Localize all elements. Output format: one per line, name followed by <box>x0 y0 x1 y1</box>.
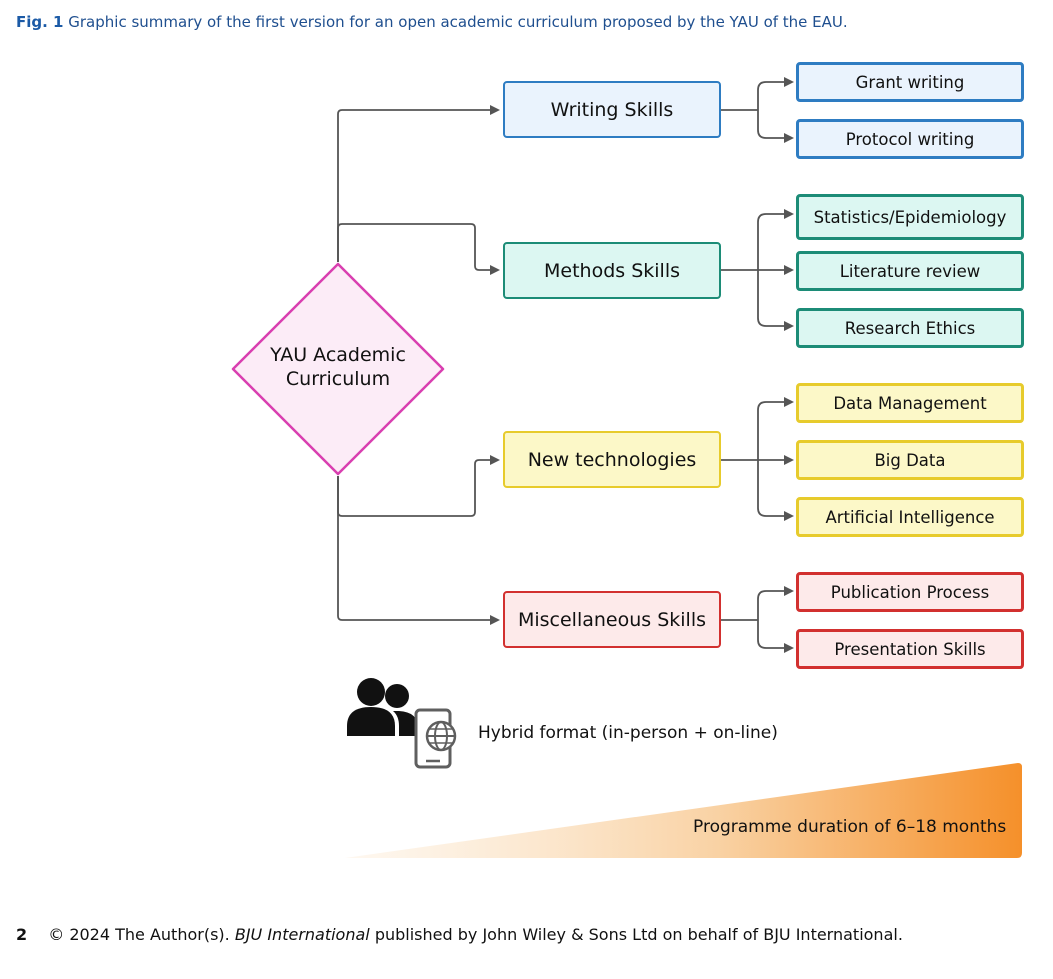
footer-copyright: © 2024 The Author(s). <box>48 925 230 944</box>
root-label-line1: YAU Academic <box>270 344 406 366</box>
branch-methods-skills: Methods Skills <box>503 242 721 299</box>
figure-label: Fig. 1 <box>16 13 64 31</box>
leaf-protocol-writing: Protocol writing <box>796 119 1024 159</box>
leaf-presentation-skills: Presentation Skills <box>796 629 1024 669</box>
footer-publisher: published by John Wiley & Sons Ltd on be… <box>374 925 903 944</box>
root-label: YAU Academic Curriculum <box>232 343 444 391</box>
connector-lines <box>337 77 794 653</box>
branch-writing-skills: Writing Skills <box>503 81 721 138</box>
root-diamond <box>231 262 445 476</box>
people-icon <box>347 678 418 736</box>
leaf-big-data: Big Data <box>796 440 1024 480</box>
leaf-publication-process: Publication Process <box>796 572 1024 612</box>
figure-caption-text: Graphic summary of the first version for… <box>68 13 848 31</box>
leaf-artificial-intelligence: Artificial Intelligence <box>796 497 1024 537</box>
leaf-data-management: Data Management <box>796 383 1024 423</box>
branch-new-technologies: New technologies <box>503 431 721 488</box>
duration-wedge <box>345 763 1022 858</box>
leaf-grant-writing: Grant writing <box>796 62 1024 102</box>
figure-caption: Fig. 1 Graphic summary of the first vers… <box>16 13 848 31</box>
format-label: Hybrid format (in-person + on-line) <box>478 723 778 743</box>
page-footer: 2 © 2024 The Author(s). BJU Internationa… <box>16 925 903 944</box>
duration-label: Programme duration of 6–18 months <box>693 817 1007 837</box>
tablet-globe-icon <box>414 708 457 769</box>
leaf-literature-review: Literature review <box>796 251 1024 291</box>
footer-journal: BJU International <box>234 925 370 944</box>
root-label-line2: Curriculum <box>285 368 391 390</box>
page-number: 2 <box>16 925 28 944</box>
leaf-statistics-epidemiology: Statistics/Epidemiology <box>796 194 1024 240</box>
branch-miscellaneous-skills: Miscellaneous Skills <box>503 591 721 648</box>
leaf-research-ethics: Research Ethics <box>796 308 1024 348</box>
